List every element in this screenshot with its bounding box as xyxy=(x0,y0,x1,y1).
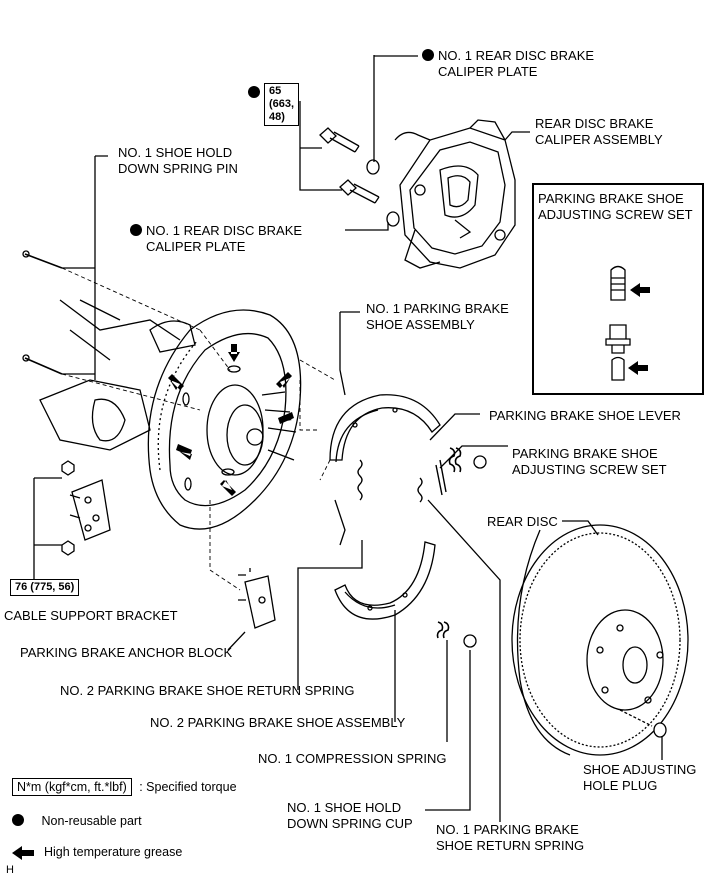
cable-support-bracket xyxy=(61,460,111,556)
label-parking-shoe-1: NO. 1 PARKING BRAKE SHOE ASSEMBLY xyxy=(366,301,509,332)
label-shoe-assembly-2: NO. 2 PARKING BRAKE SHOE ASSEMBLY xyxy=(150,715,406,730)
grease-arrows xyxy=(168,344,294,496)
hole-plug xyxy=(619,709,667,760)
label-anchor-block: PARKING BRAKE ANCHOR BLOCK xyxy=(20,645,233,660)
label-rear-disc: REAR DISC xyxy=(487,514,558,529)
label-caliper-plate-top: NO. 1 REAR DISC BRAKE CALIPER PLATE xyxy=(422,48,594,80)
non-reusable-dot-icon xyxy=(422,49,434,61)
legend-torque-box: N*m (kgf*cm, ft.*lbf) xyxy=(12,778,132,796)
corner-mark: H xyxy=(6,864,14,876)
adjusting-screw-set xyxy=(417,459,447,503)
torque-value: 65 (663, 48) xyxy=(264,83,300,126)
label-shoe-hold-pin: NO. 1 SHOE HOLD DOWN SPRING PIN xyxy=(118,145,238,176)
anchor-block xyxy=(238,568,276,629)
torque-caliper-bolt: 65 (663, 48) xyxy=(248,83,300,126)
inset-adjusting-screw-set: PARKING BRAKE SHOE ADJUSTING SCREW SET xyxy=(532,183,704,395)
axle-housing xyxy=(39,299,196,451)
label-compression-spring: NO. 1 COMPRESSION SPRING xyxy=(258,751,447,766)
label-return-spring-1: NO. 1 PARKING BRAKE SHOE RETURN SPRING xyxy=(436,822,585,853)
legend-torque-text: : Specified torque xyxy=(139,780,237,794)
label-adjusting-screw: PARKING BRAKE SHOE ADJUSTING SCREW SET xyxy=(512,446,667,477)
inset-title: PARKING BRAKE SHOE ADJUSTING SCREW SET xyxy=(538,191,693,222)
rear-disc xyxy=(511,524,689,756)
caliper-plate-washers xyxy=(366,159,400,227)
label-hole-plug: SHOE ADJUSTING HOLE PLUG xyxy=(583,762,697,793)
parking-shoe-2 xyxy=(334,541,436,620)
inset-grease-arrows xyxy=(628,283,650,375)
shoe-hold-pins xyxy=(22,250,63,375)
inset-parts xyxy=(605,265,631,381)
label-caliper-assembly: REAR DISC BRAKE CALIPER ASSEMBLY xyxy=(535,116,663,147)
caliper-bolt-upper xyxy=(319,127,360,153)
label-hold-cup: NO. 1 SHOE HOLD DOWN SPRING CUP xyxy=(287,800,413,831)
non-reusable-dot-icon xyxy=(130,224,142,236)
legend-grease-arrow xyxy=(12,846,34,860)
legend-non-reusable: Non-reusable part xyxy=(12,814,142,828)
backing-plate xyxy=(147,309,302,530)
non-reusable-dot-icon xyxy=(248,86,260,98)
legend-torque: N*m (kgf*cm, ft.*lbf) : Specified torque xyxy=(12,778,237,796)
caliper-assembly xyxy=(394,119,516,269)
parking-shoe-1 xyxy=(329,394,441,463)
label-shoe-lever: PARKING BRAKE SHOE LEVER xyxy=(489,408,681,423)
caliper-bolt-lower xyxy=(339,179,380,204)
label-caliper-plate-mid: NO. 1 REAR DISC BRAKE CALIPER PLATE xyxy=(130,223,302,255)
compression-spring-1 xyxy=(436,447,487,648)
non-reusable-dot-icon xyxy=(12,814,24,826)
torque-bracket-bolt: 76 (775, 56) xyxy=(10,579,80,596)
legend-grease: High temperature grease xyxy=(44,845,183,859)
return-spring-2 xyxy=(334,459,363,546)
label-cable-bracket: CABLE SUPPORT BRACKET xyxy=(4,608,178,623)
label-return-spring-2: NO. 2 PARKING BRAKE SHOE RETURN SPRING xyxy=(60,683,355,698)
